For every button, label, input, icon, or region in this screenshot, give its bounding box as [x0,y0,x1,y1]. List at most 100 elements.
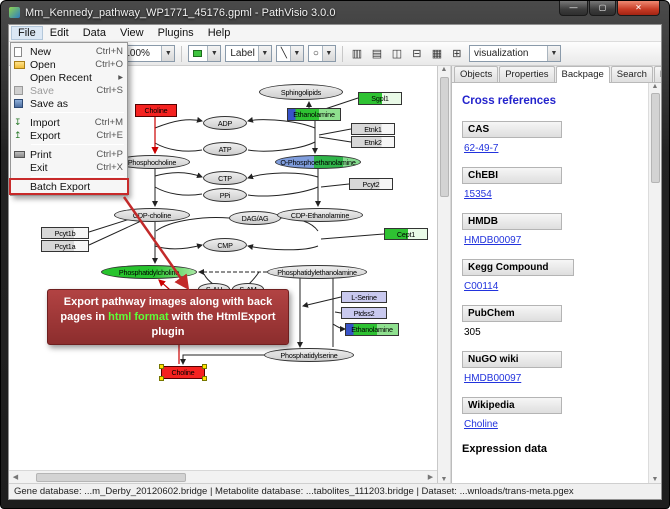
scroll-thumb[interactable] [439,77,449,197]
visualization-select[interactable]: visualization ▼ [469,45,561,62]
scroll-down-icon[interactable]: ▼ [651,476,659,483]
selection-handle[interactable] [159,364,164,369]
scroll-up-icon[interactable]: ▲ [440,66,448,73]
xref-id-cas[interactable]: 62-49-7 [464,143,499,154]
callout-text: Export pathway images along with back pa… [60,296,273,323]
cross-references-heading: Cross references [462,95,556,107]
node-sphingolipids[interactable]: Sphingolipids [259,84,343,100]
panel-scrollbar[interactable]: ▲ ▼ [648,83,661,483]
node-ctp[interactable]: CTP [203,171,247,185]
selection-handle[interactable] [202,364,207,369]
node-ptdss2[interactable]: Ptdss2 [341,307,387,319]
menu-help[interactable]: Help [207,27,231,39]
scroll-up-icon[interactable]: ▲ [651,83,659,90]
node-o-phosphoethanolamine[interactable]: O-Phosphoethanolamine [275,155,361,169]
node-phosphocholine[interactable]: Phosphocholine [114,155,190,169]
node-etnk1[interactable]: Etnk1 [351,123,395,135]
node-cept1[interactable]: Cept1 [384,228,428,240]
selection-handle[interactable] [202,376,207,381]
label-select[interactable]: Label ▼ [225,45,272,62]
shape-tool-select[interactable]: ○ ▼ [307,45,336,62]
selection-handle[interactable] [159,376,164,381]
datanode-select[interactable]: ▼ [188,45,222,62]
vertical-scrollbar[interactable]: ▲ ▼ [438,66,451,483]
node-adp[interactable]: ADP [203,116,247,130]
node-phosphatidylethanolamine[interactable]: Phosphatidylethanolamine [267,265,367,279]
align-vertical-icon[interactable]: ▤ [371,48,383,60]
xref-id-nugo-wiki[interactable]: HMDB00097 [464,373,522,384]
menu-item-save-as[interactable]: Save as [11,97,127,110]
menu-item-open-recent[interactable]: Open Recent▸ [11,71,127,84]
menu-plugins[interactable]: Plugins [157,27,194,39]
tab-objects[interactable]: Objects [454,66,499,82]
xref-source-pubchem: PubChem [462,305,562,322]
maximize-button[interactable]: ▢ [589,1,616,16]
node-ethanolamine[interactable]: Ethanolamine [345,323,399,336]
node-phosphatidylcholine[interactable]: Phosphatidylcholine [101,265,197,279]
node-pcyt1b[interactable]: Pcyt1b [41,227,89,239]
floppy-icon [14,98,30,110]
menu-separator [31,144,124,145]
menu-item-batch-export[interactable]: Batch Export [9,178,129,195]
tab-search[interactable]: Search [610,66,653,82]
shape-tool-icon: ○ [312,48,319,59]
minimize-button[interactable]: — [559,1,588,16]
menu-item-label: Batch Export [30,180,91,193]
statusbar-text: Gene database: ...m_Derby_20120602.bridg… [14,486,574,497]
common-height-icon[interactable]: ⊟ [412,48,422,60]
titlebar[interactable]: Mm_Kennedy_pathway_WP1771_45176.gpml - P… [1,1,669,24]
menu-shortcut: Ctrl+O [95,59,123,70]
scroll-down-icon[interactable]: ▼ [440,476,448,483]
close-button[interactable]: ✕ [617,1,660,16]
node-cdp-ethanolamine[interactable]: CDP-Ethanolamine [277,208,363,222]
xref-id-wikipedia[interactable]: Choline [464,419,498,430]
tab-backpage[interactable]: Backpage [555,66,610,83]
menu-item-label: Exit [30,161,48,174]
horizontal-scrollbar[interactable]: ◀ ▶ [9,470,437,483]
menu-data[interactable]: Data [82,27,106,39]
node-pcyt2[interactable]: Pcyt2 [349,178,393,190]
align-horizontal-icon[interactable]: ▥ [351,48,363,60]
node-etnk2[interactable]: Etnk2 [351,136,395,148]
scroll-left-icon[interactable]: ◀ [12,474,19,481]
menu-item-label: Export [30,129,61,142]
stack-horizontal-icon[interactable]: ▦ [431,48,443,60]
menu-view[interactable]: View [119,27,144,39]
scroll-thumb[interactable] [36,472,186,482]
line-tool-select[interactable]: ╲ ▼ [275,45,304,62]
node-sgpl1[interactable]: Sgpl1 [358,92,402,105]
scroll-right-icon[interactable]: ▶ [427,474,434,481]
node-l-serine[interactable]: L-Serine [341,291,387,303]
xref-id-kegg-compound[interactable]: C00114 [464,281,499,292]
menu-shortcut: Ctrl+E [96,130,123,141]
node-dag-ag[interactable]: DAG/AG [229,211,281,225]
node-ethanolamine[interactable]: Ethanolamine [287,108,341,121]
node-pcyt1a[interactable]: Pcyt1a [41,240,89,252]
node-atp[interactable]: ATP [203,142,247,156]
node-cmp[interactable]: CMP [203,238,247,252]
node-choline[interactable]: Choline [159,364,207,381]
node-choline[interactable]: Choline [135,104,177,117]
node-phosphatidylserine[interactable]: Phosphatidylserine [264,348,354,362]
tab-legend[interactable]: Legend [653,66,661,82]
common-width-icon[interactable]: ◫ [391,48,403,60]
node-ppi[interactable]: PPi [203,188,247,202]
node-cdp-choline[interactable]: CDP-choline [114,208,190,222]
toolbar-separator [181,45,183,62]
xref-id-chebi[interactable]: 15354 [464,189,492,200]
xref-id-hmdb[interactable]: HMDB00097 [464,235,522,246]
menu-edit[interactable]: Edit [49,27,69,39]
menu-file[interactable]: File [11,26,43,40]
tab-properties[interactable]: Properties [499,66,555,82]
stack-vertical-icon[interactable]: ⊞ [452,48,462,60]
scroll-thumb[interactable] [650,93,660,183]
